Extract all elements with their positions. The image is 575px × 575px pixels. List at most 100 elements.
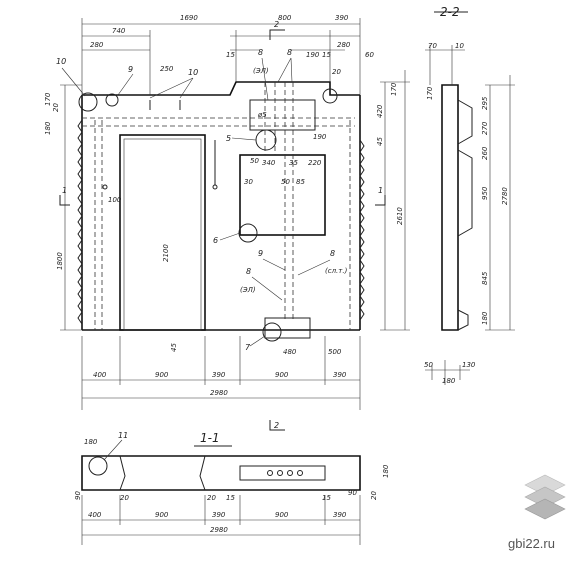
section-2-2-profile [457,99,473,331]
section-1-1-dim-lines [81,495,361,545]
fitting-icon [105,93,119,107]
bottom-dim-lines [81,336,361,410]
section-2-2-body [441,84,459,331]
callout-8-a: 8 [258,48,263,57]
dim-15: 15 [226,51,235,59]
dim-left-170: 170 [44,92,52,106]
embedded-studs [149,100,216,185]
dim-11-bottom-390b: 390 [333,511,347,519]
dim-1690: 1690 [180,14,198,22]
right-dim-lines [380,70,410,331]
dim-11-total-2980: 2980 [210,526,228,534]
dim-22-845: 845 [481,271,489,285]
dim-bottom-900b: 900 [275,371,289,379]
section-1-1-body [81,455,361,491]
section-mark-1-left: 1 [62,186,67,195]
callout-11: 11 [118,431,128,440]
dim-500: 500 [328,348,342,356]
dim-280: 280 [90,41,104,49]
label-sl-t: (сл.т.) [325,267,348,275]
dim-d5: ø5 [257,111,267,119]
dim-right-420: 420 [376,104,384,118]
callout-8-c: 8 [246,267,251,276]
section-1-1-profile [119,455,326,491]
dim-280b: 280 [337,41,351,49]
label-el-top: (ЭЛ) [253,67,269,75]
callout-8-b: 8 [287,48,292,57]
section-markers [59,29,386,431]
dim-390: 390 [335,14,349,22]
dim-total-2980: 2980 [210,389,228,397]
dim-bottom-900: 900 [155,371,169,379]
dim-22-950: 950 [481,186,489,200]
dim-15b: 15 [322,51,331,59]
section-mark-2-bottom: 2 [274,421,279,430]
dim-11-bottom-400: 400 [88,511,102,519]
dim-22-180b: 180 [442,377,456,385]
callout-10-right: 10 [188,68,198,77]
dim-22-2780: 2780 [501,187,509,205]
detail-circle-5-icon [255,129,277,151]
watermark-text: gbi22.ru [508,536,555,551]
stud-end-left-icon [102,184,108,190]
dim-50b: 50 [281,178,290,186]
callout-9-top: 9 [128,65,133,74]
hole-4-icon [297,470,303,476]
dim-190b: 190 [313,133,327,141]
section-2-2-right-dim-lines [485,75,515,331]
dim-22-295: 295 [481,96,489,110]
section-2-2-bottom-dims [425,360,470,385]
logo-layer-3-icon [524,498,566,520]
detail-circle-6-icon [238,223,258,243]
dim-bottom-390: 390 [212,371,226,379]
left-dim-lines [60,84,82,331]
callout-7: 7 [245,343,251,352]
watermark-logo: gbi22.ru [508,474,566,551]
dim-bottom-400: 400 [93,371,107,379]
callout-10-left: 10 [56,57,66,66]
dim-30: 30 [244,178,253,186]
upper-box [249,99,316,131]
dim-left-20: 20 [52,103,60,112]
dim-22-170: 170 [426,86,434,100]
top-conduit [82,117,355,127]
dim-11-20b: 20 [207,494,216,502]
left-conduit [94,120,103,330]
dim-right-2610: 2610 [396,207,404,225]
hole-2-icon [277,470,283,476]
dim-340: 340 [262,159,276,167]
leader-lines [61,57,331,347]
right-serration [359,139,365,321]
top-dim-lines [82,23,360,51]
dim-left-1800: 1800 [56,252,64,270]
label-el-bottom: (ЭЛ) [240,286,256,294]
section-2-2-top-dims [425,45,465,85]
dim-22-260: 260 [481,146,489,160]
dim-190: 190 [306,51,320,59]
dim-22-180: 180 [481,311,489,325]
dim-22-270: 270 [481,121,489,135]
dim-50: 50 [250,157,259,165]
lifting-loop-left-icon [78,92,98,112]
section-1-1: 1-1 11 180 90 20 20 15 15 90 20 180 400 … [74,431,390,545]
dim-11-20c: 20 [370,491,378,500]
stud-end-icon [212,184,218,190]
dim-800: 800 [278,14,292,22]
lifting-loop-right-icon [322,88,338,104]
dim-22-130: 130 [462,361,476,369]
lower-box [264,317,311,339]
door-frame-inner [123,138,202,331]
dim-11-90b: 90 [348,489,357,497]
dim-11-20a: 20 [120,494,129,502]
front-view: 1690 740 280 800 390 280 60 15 190 15 20… [44,14,410,431]
door-opening [119,134,206,331]
dim-740: 740 [112,27,126,35]
section-1-1-title: 1-1 [200,431,220,445]
callout-8-d: 8 [330,249,335,258]
dim-11-15a: 15 [226,494,235,502]
dim-22-50: 50 [424,361,433,369]
dim-11-bottom-900b: 900 [275,511,289,519]
dim-250: 250 [160,65,174,73]
dim-45: 45 [170,343,178,352]
dim-11-90: 90 [74,491,82,500]
